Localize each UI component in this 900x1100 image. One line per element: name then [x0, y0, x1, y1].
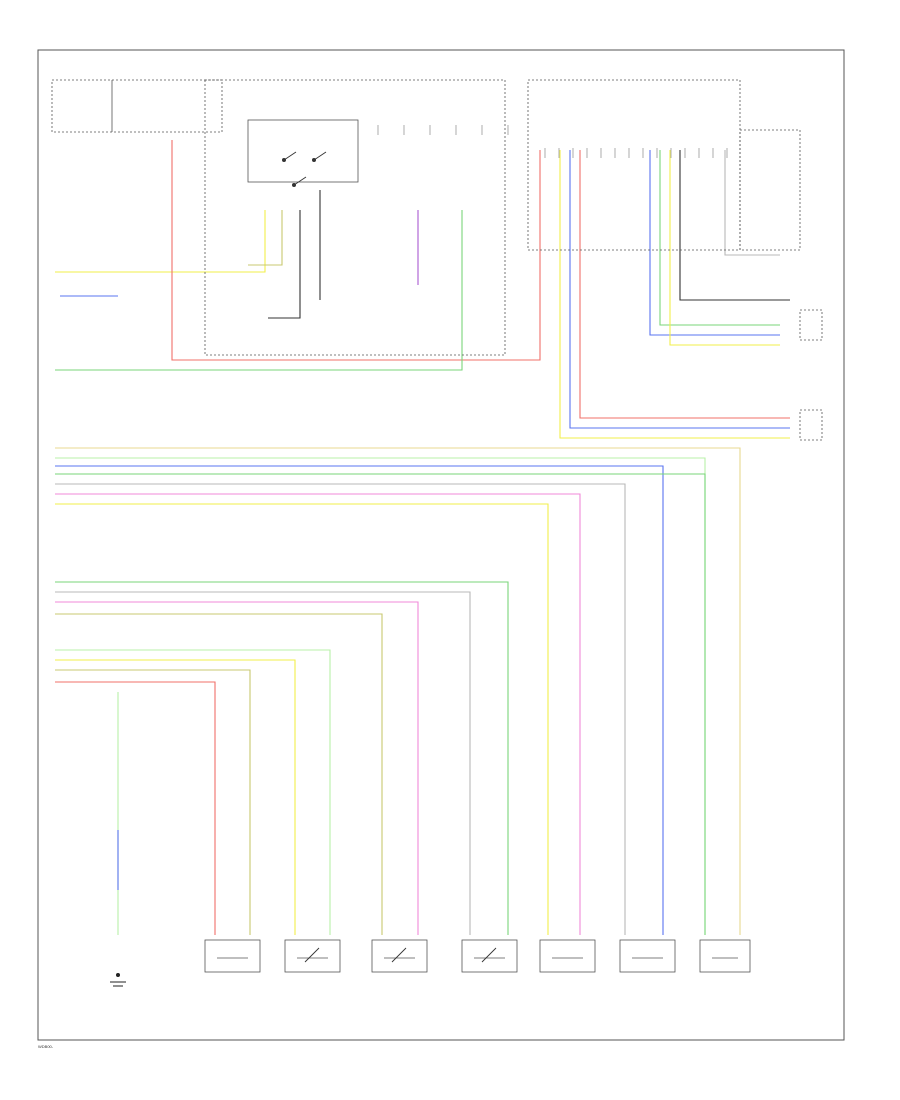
bottom-component-7 [699, 939, 751, 973]
wire-bus-low-5 [55, 659, 296, 935]
wire-red-loop [171, 140, 541, 361]
wire-bus-low-3 [55, 613, 383, 935]
components-layer [51, 79, 823, 987]
wire-bus-mid-3 [55, 473, 706, 935]
side-connector-lower [799, 409, 823, 441]
wire-bus-low-4 [55, 649, 331, 935]
switch-contact [282, 158, 286, 162]
wire-green-top [55, 210, 463, 371]
switch-module-box [247, 119, 359, 183]
wire-bus-mid-1 [55, 457, 706, 935]
switch-symbol [391, 947, 407, 963]
fuse-box-1 [51, 79, 113, 133]
switch-symbol [481, 947, 497, 963]
wire-bus-low-7 [55, 681, 216, 935]
side-connector-upper [799, 309, 823, 341]
diagram-frame [37, 49, 845, 1041]
wire-olive-short [248, 210, 283, 266]
wire-blue-seat [649, 150, 780, 336]
wire-red-pass [579, 150, 790, 419]
wire-yellow-seat [669, 150, 780, 346]
wire-dark-2 [268, 210, 301, 319]
wire-bus-low-2 [55, 601, 419, 935]
wire-green-seat [659, 150, 780, 326]
wire-bus-mid-6 [55, 503, 549, 935]
wire-bus-mid-4 [55, 483, 626, 935]
wire-yellow-pass [559, 150, 790, 439]
wire-bus-low-6 [55, 669, 251, 935]
footer-code: WDB00- [38, 1044, 54, 1049]
fuse-box-2 [111, 79, 223, 133]
ground-symbol [116, 973, 120, 977]
bottom-component-3 [371, 939, 428, 973]
wires-layer [55, 140, 790, 935]
wire-blue-pass [569, 150, 790, 429]
switch-symbol [293, 176, 307, 186]
switch-symbol [304, 947, 320, 963]
switch-symbol [283, 151, 297, 161]
control-module-outline [204, 79, 506, 356]
wire-gray-seat [724, 150, 780, 256]
bottom-component-4 [461, 939, 518, 973]
switch-contact [312, 158, 316, 162]
wire-dark-seat [679, 150, 790, 301]
switch-contact [292, 183, 296, 187]
wire-bus-mid-2 [55, 465, 664, 935]
right-connector-box [739, 129, 801, 251]
wire-bus-low-1 [55, 591, 471, 935]
bottom-component-1 [204, 939, 261, 973]
wire-bus-mid-5 [55, 493, 581, 935]
bottom-component-6 [619, 939, 676, 973]
wire-bus-mid-0 [55, 447, 741, 935]
switch-symbol [313, 151, 327, 161]
wire-bus-low-0 [55, 581, 509, 935]
bottom-component-5 [539, 939, 596, 973]
bottom-component-2 [284, 939, 341, 973]
wire-yellow-top [55, 210, 266, 273]
